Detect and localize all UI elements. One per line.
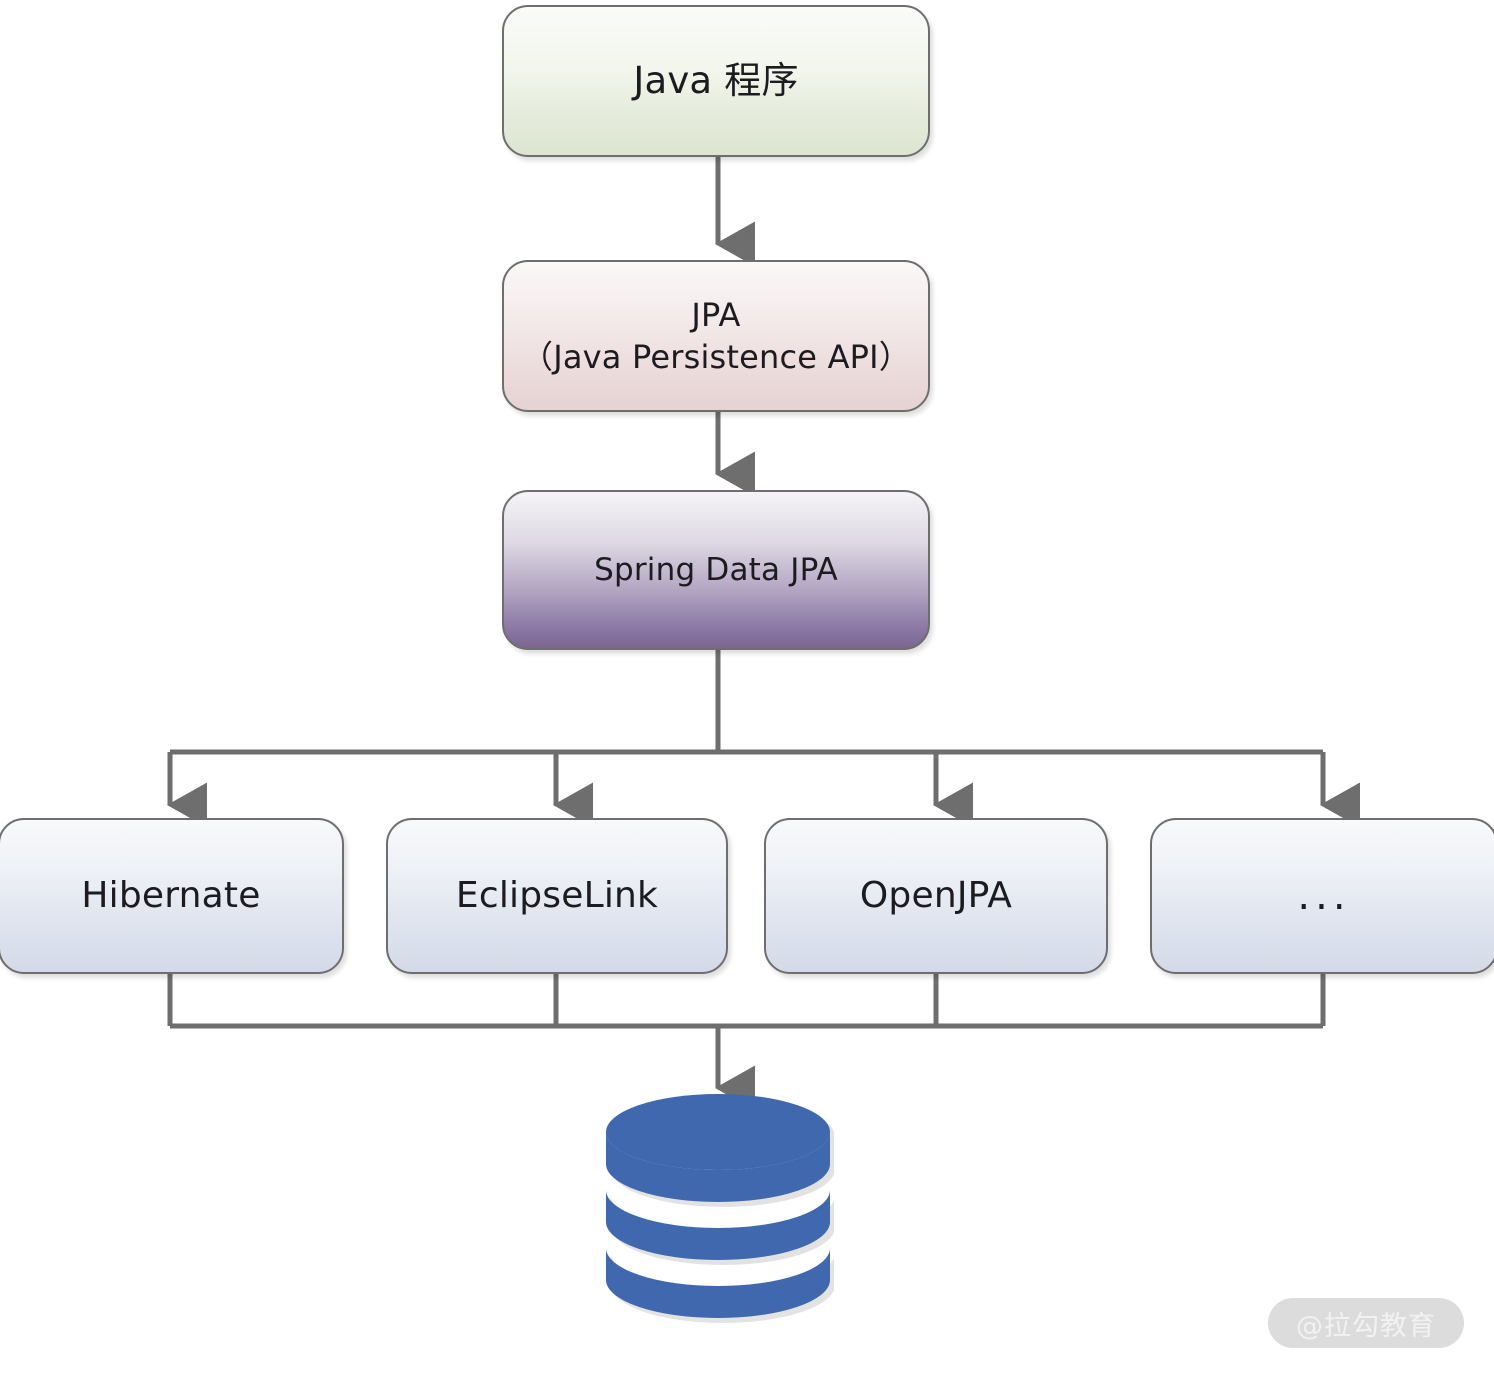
node-provider-eclipselink-label: EclipseLink	[455, 875, 659, 917]
node-java-application[interactable]: Java 程序	[502, 5, 930, 157]
connector-springdatajpa-to-providers	[167, 650, 1361, 828]
node-spring-data-jpa[interactable]: Spring Data JPA	[502, 490, 930, 650]
node-java-application-label: Java 程序	[633, 58, 799, 102]
node-provider-eclipselink[interactable]: EclipseLink	[386, 818, 728, 974]
node-jpa-label: JPA （Java Persistence API）	[521, 295, 911, 376]
node-provider-hibernate[interactable]: Hibernate	[0, 818, 344, 974]
node-jpa[interactable]: JPA （Java Persistence API）	[502, 260, 930, 412]
node-provider-more[interactable]: ...	[1150, 818, 1494, 974]
node-provider-openjpa-label: OpenJPA	[859, 875, 1013, 917]
watermark-badge: @拉勾教育	[1268, 1298, 1464, 1348]
node-provider-hibernate-label: Hibernate	[81, 875, 261, 917]
node-spring-data-jpa-label: Spring Data JPA	[594, 551, 838, 588]
database-cylinder-icon[interactable]	[602, 1090, 834, 1328]
node-provider-openjpa[interactable]: OpenJPA	[764, 818, 1108, 974]
node-provider-more-label: ...	[1297, 872, 1351, 919]
connector-providers-to-database	[167, 974, 1326, 1111]
watermark-text: @拉勾教育	[1296, 1310, 1436, 1342]
